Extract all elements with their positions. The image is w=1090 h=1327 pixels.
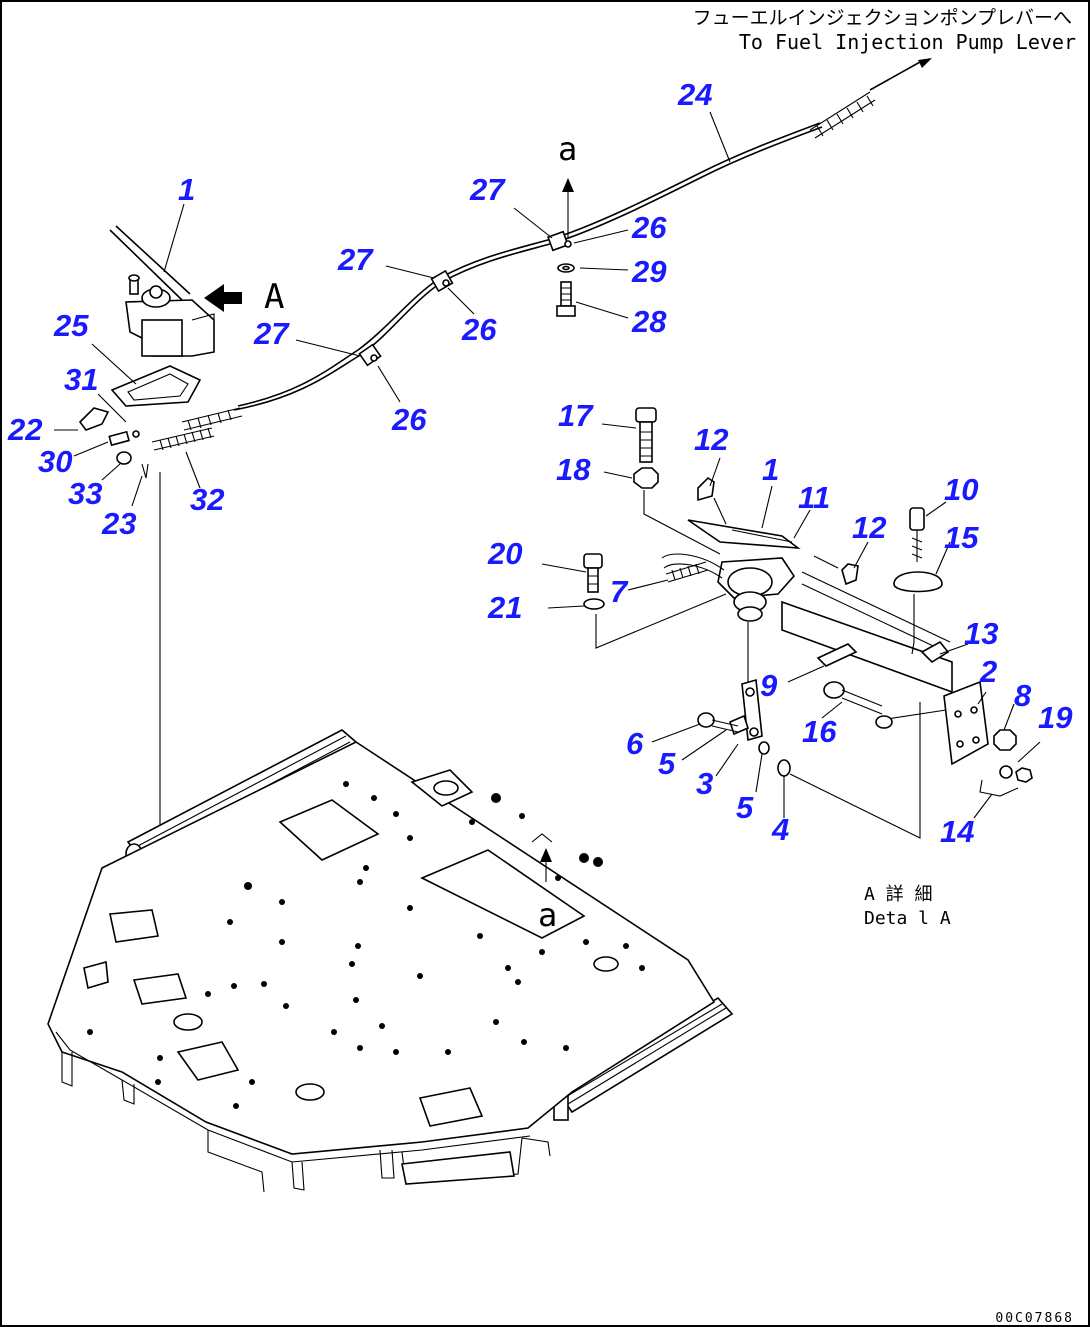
lever-boot — [110, 365, 202, 407]
header-line-jp: フューエルインジェクションポンプレバーへ — [693, 7, 1072, 29]
callout-18: 18 — [556, 452, 591, 487]
callout-32: 32 — [190, 482, 224, 517]
callout-numbers: 1 24 27 26 29 28 27 26 25 27 26 31 22 30… — [7, 77, 1073, 849]
section-a-top-marker: a — [558, 130, 577, 168]
leader-lines — [54, 111, 731, 507]
callout-33: 33 — [68, 476, 102, 511]
section-a-floor-marker: a — [538, 896, 557, 934]
callout-20: 20 — [487, 536, 522, 571]
callout-1-detail: 1 — [762, 452, 779, 487]
throttle-cable — [181, 58, 932, 431]
callout-15: 15 — [944, 520, 979, 555]
callout-clip-middle: 26 — [461, 312, 497, 347]
callout-3: 3 — [696, 766, 713, 801]
detail-a-label-en: Deta l A — [864, 908, 951, 929]
callout-washer-29: 29 — [631, 254, 667, 289]
callout-4: 4 — [771, 812, 789, 847]
callout-cable: 24 — [677, 77, 712, 112]
callout-23: 23 — [101, 506, 136, 541]
drawing-code: 00C07868 — [995, 1311, 1074, 1326]
callout-12-right: 12 — [852, 510, 886, 545]
callout-21: 21 — [487, 590, 522, 625]
view-a-marker: A — [264, 277, 284, 317]
callout-17: 17 — [558, 398, 594, 433]
callout-2: 2 — [979, 654, 997, 689]
callout-22: 22 — [7, 412, 42, 447]
callout-clamp-middle: 27 — [337, 242, 374, 277]
callout-16: 16 — [802, 714, 837, 749]
clamp-bolt — [556, 263, 576, 317]
callout-5-left: 5 — [658, 746, 676, 781]
callout-30: 30 — [38, 444, 72, 479]
callout-lever-top: 1 — [178, 172, 195, 207]
callout-11: 11 — [798, 480, 830, 515]
callout-boot: 25 — [53, 308, 89, 343]
callout-bolt-28: 28 — [631, 304, 667, 339]
callout-9: 9 — [760, 668, 778, 703]
callout-31: 31 — [64, 362, 98, 397]
cable-clamp-middle — [430, 269, 454, 293]
callout-clip-lower: 26 — [391, 402, 427, 437]
callout-13: 13 — [964, 616, 998, 651]
cable-clamp-lower — [358, 343, 382, 367]
callout-6: 6 — [626, 726, 644, 761]
floor-plate — [47, 729, 734, 1193]
header-line-en: To Fuel Injection Pump Lever — [739, 30, 1076, 54]
detail-a-assembly — [541, 407, 1041, 839]
callout-clip-upper: 26 — [631, 210, 667, 245]
callout-19: 19 — [1038, 700, 1073, 735]
callout-14: 14 — [940, 814, 974, 849]
callout-10: 10 — [944, 472, 978, 507]
detail-a-label-jp: A 詳 細 — [864, 884, 933, 905]
linkage-small-parts — [78, 407, 215, 479]
cable-clamp-upper — [547, 178, 574, 252]
view-a-arrow — [204, 284, 242, 312]
callout-clamp-upper: 27 — [469, 172, 506, 207]
callout-8: 8 — [1014, 678, 1032, 713]
callout-5-right: 5 — [736, 790, 754, 825]
callout-12-upper: 12 — [694, 422, 728, 457]
callout-clamp-lower: 27 — [253, 316, 290, 351]
fuel-control-lever — [109, 225, 215, 357]
callout-7: 7 — [610, 574, 629, 609]
